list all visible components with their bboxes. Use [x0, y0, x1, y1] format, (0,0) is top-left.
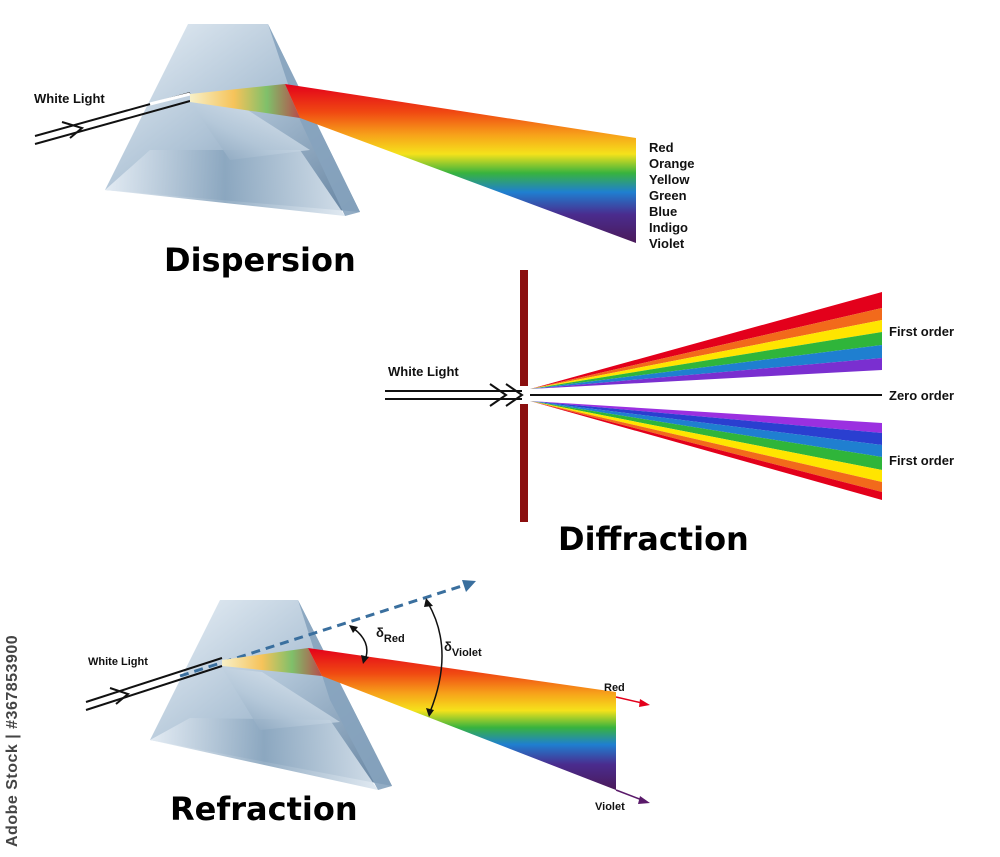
refraction-prism	[150, 600, 392, 790]
spectrum-label-red: Red	[649, 140, 674, 155]
refraction-violet-ray-arrow	[615, 789, 650, 804]
refraction-red-ray-arrow	[615, 696, 650, 707]
spectrum-label-indigo: Indigo	[649, 220, 688, 235]
delta-red-label: δRed	[376, 625, 405, 645]
diffraction-first-order-upper	[530, 292, 882, 389]
diffraction-section: White Light First order Zero order First…	[385, 270, 954, 558]
diffraction-white-light-ray	[385, 383, 524, 407]
delta-violet-label: δViolet	[444, 639, 482, 659]
dispersion-spectrum-labels: Red Orange Yellow Green Blue Indigo Viol…	[649, 140, 695, 251]
dispersion-white-light-ray	[34, 92, 191, 145]
dispersion-spectrum-fan	[285, 84, 636, 243]
delta-violet-angle-arc	[424, 598, 443, 717]
refraction-spectrum-fan	[308, 648, 616, 790]
dispersion-prism	[105, 24, 360, 216]
diffraction-white-light-label: White Light	[388, 364, 459, 379]
stock-watermark-text: Adobe Stock | #367853900	[4, 634, 21, 847]
diffraction-slit-lower	[520, 404, 528, 522]
dispersion-title: Dispersion	[164, 241, 356, 279]
delta-red-angle-arc	[349, 625, 369, 664]
diffraction-title: Diffraction	[558, 520, 749, 558]
dispersion-section: White Light Red Orange Yellow Green Blue…	[34, 24, 695, 279]
refraction-inner-beam	[222, 648, 322, 676]
diffraction-first-order-lower	[530, 401, 882, 500]
spectrum-label-orange: Orange	[649, 156, 695, 171]
spectrum-label-yellow: Yellow	[649, 172, 690, 187]
spectrum-label-blue: Blue	[649, 204, 677, 219]
diffraction-first-order-upper-label: First order	[889, 324, 954, 339]
refraction-white-light-ray	[85, 657, 223, 711]
dispersion-inner-beam	[190, 84, 300, 118]
refraction-white-light-label: White Light	[88, 656, 148, 668]
refraction-title: Refraction	[170, 790, 358, 828]
refraction-section: δRed δViolet White Light Red Violet Refr…	[85, 580, 650, 828]
refraction-red-ray-label: Red	[604, 682, 625, 694]
diffraction-zero-order-label: Zero order	[889, 388, 954, 403]
spectrum-label-violet: Violet	[649, 236, 685, 251]
diffraction-slit-upper	[520, 270, 528, 386]
dispersion-white-light-label: White Light	[34, 91, 105, 106]
spectrum-label-green: Green	[649, 188, 687, 203]
refraction-violet-ray-label: Violet	[595, 801, 625, 813]
diffraction-first-order-lower-label: First order	[889, 453, 954, 468]
